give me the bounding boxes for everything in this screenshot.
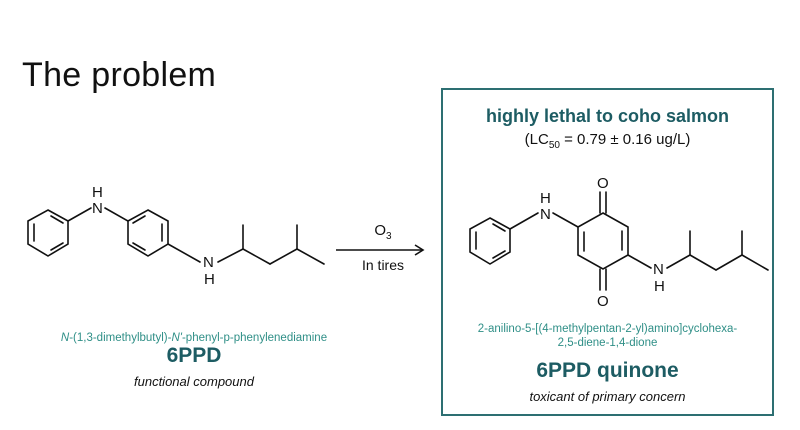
slide-title: The problem bbox=[22, 56, 217, 94]
reaction-arrow bbox=[336, 244, 425, 256]
atom-n-bottom-q: N bbox=[653, 261, 664, 278]
6ppd-quinone-name: 6PPD quinone bbox=[536, 359, 679, 382]
central-benzene-ring bbox=[127, 209, 169, 257]
atom-n-top-q: N bbox=[540, 206, 551, 223]
atom-o-top: O bbox=[597, 175, 609, 192]
atom-h-bottom-q: H bbox=[654, 278, 665, 295]
reaction-condition: In tires bbox=[361, 257, 404, 273]
6ppd-quinone-iupac-name: 2-anilino-5-[(4-methylpentan-2-yl)amino]… bbox=[477, 323, 738, 349]
6ppd-quinone-box bbox=[441, 88, 774, 416]
atom-h-top-q: H bbox=[540, 190, 551, 207]
reagent-label: O3 bbox=[374, 222, 392, 242]
6ppd-iupac-name: N-(1,3-dimethylbutyl)-N'-phenyl-p-phenyl… bbox=[60, 332, 328, 344]
6ppd-name: 6PPD bbox=[166, 344, 222, 367]
atom-n-top: N bbox=[92, 200, 103, 217]
quinone-ring bbox=[577, 212, 629, 270]
atom-h-bottom: H bbox=[204, 271, 215, 288]
6ppd-quinone-description: toxicant of primary concern bbox=[529, 389, 686, 404]
toxicity-heading: highly lethal to coho salmon bbox=[485, 106, 730, 126]
atom-h-top: H bbox=[92, 184, 103, 201]
lc50-value: (LC50 = 0.79 ± 0.16 ug/L) bbox=[524, 131, 691, 151]
atom-n-bottom: N bbox=[203, 254, 214, 271]
atom-o-bottom: O bbox=[597, 293, 609, 310]
6ppd-description: functional compound bbox=[134, 374, 254, 389]
